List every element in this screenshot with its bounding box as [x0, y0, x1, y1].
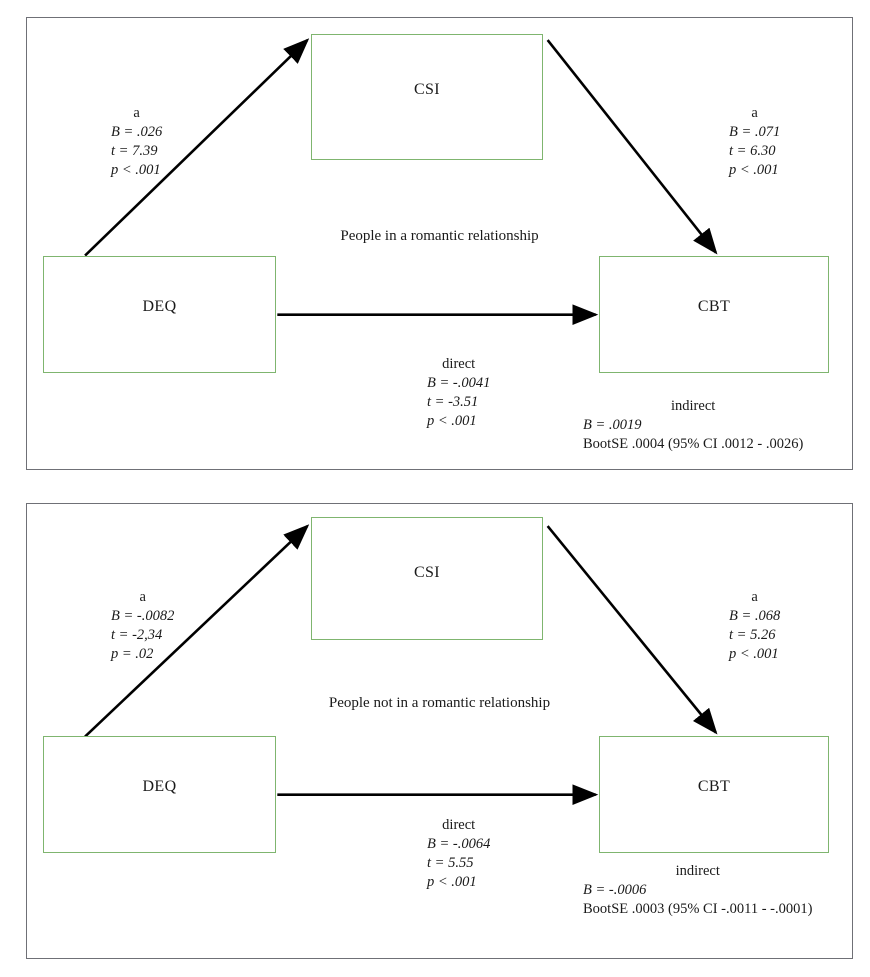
path-b-t-value: t = 5.26: [729, 627, 776, 643]
panel-romantic-relationship: CSI DEQ CBT a B = .026 t = 7.39 p < .001…: [26, 17, 853, 470]
node-label-deq: DEQ: [142, 298, 177, 315]
node-box-cbt: CBT: [599, 256, 829, 373]
node-label-csi: CSI: [413, 564, 441, 581]
node-label-deq: DEQ: [142, 778, 177, 795]
arrow-csi-to-cbt: [546, 39, 718, 255]
direct-effect-stats-panel-1: direct B = -.0041 t = -3.51 p < .001: [427, 355, 490, 431]
indirect-effect-header: indirect: [675, 863, 720, 879]
path-a-t-value: t = 7.39: [111, 143, 158, 159]
direct-effect-p-value: p < .001: [427, 874, 477, 890]
indirect-effect-bootse: BootSE .0003 (95% CI -.0011 - -.0001): [583, 901, 813, 917]
path-b-t-value: t = 6.30: [729, 143, 776, 159]
path-b-stats-panel-1: a B = .071 t = 6.30 p < .001: [729, 104, 780, 180]
indirect-effect-coefficient: B = -.0006: [583, 882, 647, 898]
direct-effect-p-value: p < .001: [427, 413, 477, 429]
path-a-stats-panel-1: a B = .026 t = 7.39 p < .001: [111, 104, 162, 180]
node-label-cbt: CBT: [697, 778, 731, 795]
direct-effect-coefficient: B = -.0064: [427, 836, 491, 852]
direct-effect-t-value: t = 5.55: [427, 855, 474, 871]
path-a-stats-panel-2: a B = -.0082 t = -2,34 p = .02: [111, 588, 174, 664]
node-box-cbt: CBT: [599, 736, 829, 853]
direct-effect-stats-panel-2: direct B = -.0064 t = 5.55 p < .001: [427, 816, 490, 892]
path-b-coefficient: B = .071: [729, 124, 781, 140]
direct-effect-coefficient: B = -.0041: [427, 375, 491, 391]
node-label-cbt: CBT: [697, 298, 731, 315]
path-b-p-value: p < .001: [729, 162, 779, 178]
node-box-csi: CSI: [311, 34, 543, 160]
indirect-effect-header: indirect: [671, 398, 716, 414]
indirect-effect-coefficient: B = .0019: [583, 417, 642, 433]
path-b-header: a: [751, 589, 758, 605]
direct-effect-header: direct: [442, 356, 476, 372]
node-box-csi: CSI: [311, 517, 543, 640]
indirect-effect-stats-panel-2: indirect B = -.0006 BootSE .0003 (95% CI…: [583, 862, 812, 919]
path-b-coefficient: B = .068: [729, 608, 781, 624]
path-a-header: a: [139, 589, 146, 605]
node-label-csi: CSI: [413, 81, 441, 98]
indirect-effect-stats-panel-1: indirect B = .0019 BootSE .0004 (95% CI …: [583, 397, 803, 454]
panel-no-romantic-relationship: CSI DEQ CBT a B = -.0082 t = -2,34 p = .…: [26, 503, 853, 959]
path-b-stats-panel-2: a B = .068 t = 5.26 p < .001: [729, 588, 780, 664]
node-box-deq: DEQ: [43, 256, 276, 373]
path-a-p-value: p = .02: [111, 646, 154, 662]
path-a-p-value: p < .001: [111, 162, 161, 178]
path-a-coefficient: B = .026: [111, 124, 163, 140]
path-b-header: a: [751, 105, 758, 121]
panel-title-1: People in a romantic relationship: [340, 228, 539, 244]
path-a-t-value: t = -2,34: [111, 627, 163, 643]
direct-effect-t-value: t = -3.51: [427, 394, 479, 410]
node-box-deq: DEQ: [43, 736, 276, 853]
panel-title-2: People not in a romantic relationship: [328, 695, 551, 711]
path-a-coefficient: B = -.0082: [111, 608, 175, 624]
indirect-effect-bootse: BootSE .0004 (95% CI .0012 - .0026): [583, 436, 804, 452]
path-a-header: a: [133, 105, 140, 121]
path-b-p-value: p < .001: [729, 646, 779, 662]
direct-effect-header: direct: [442, 817, 476, 833]
